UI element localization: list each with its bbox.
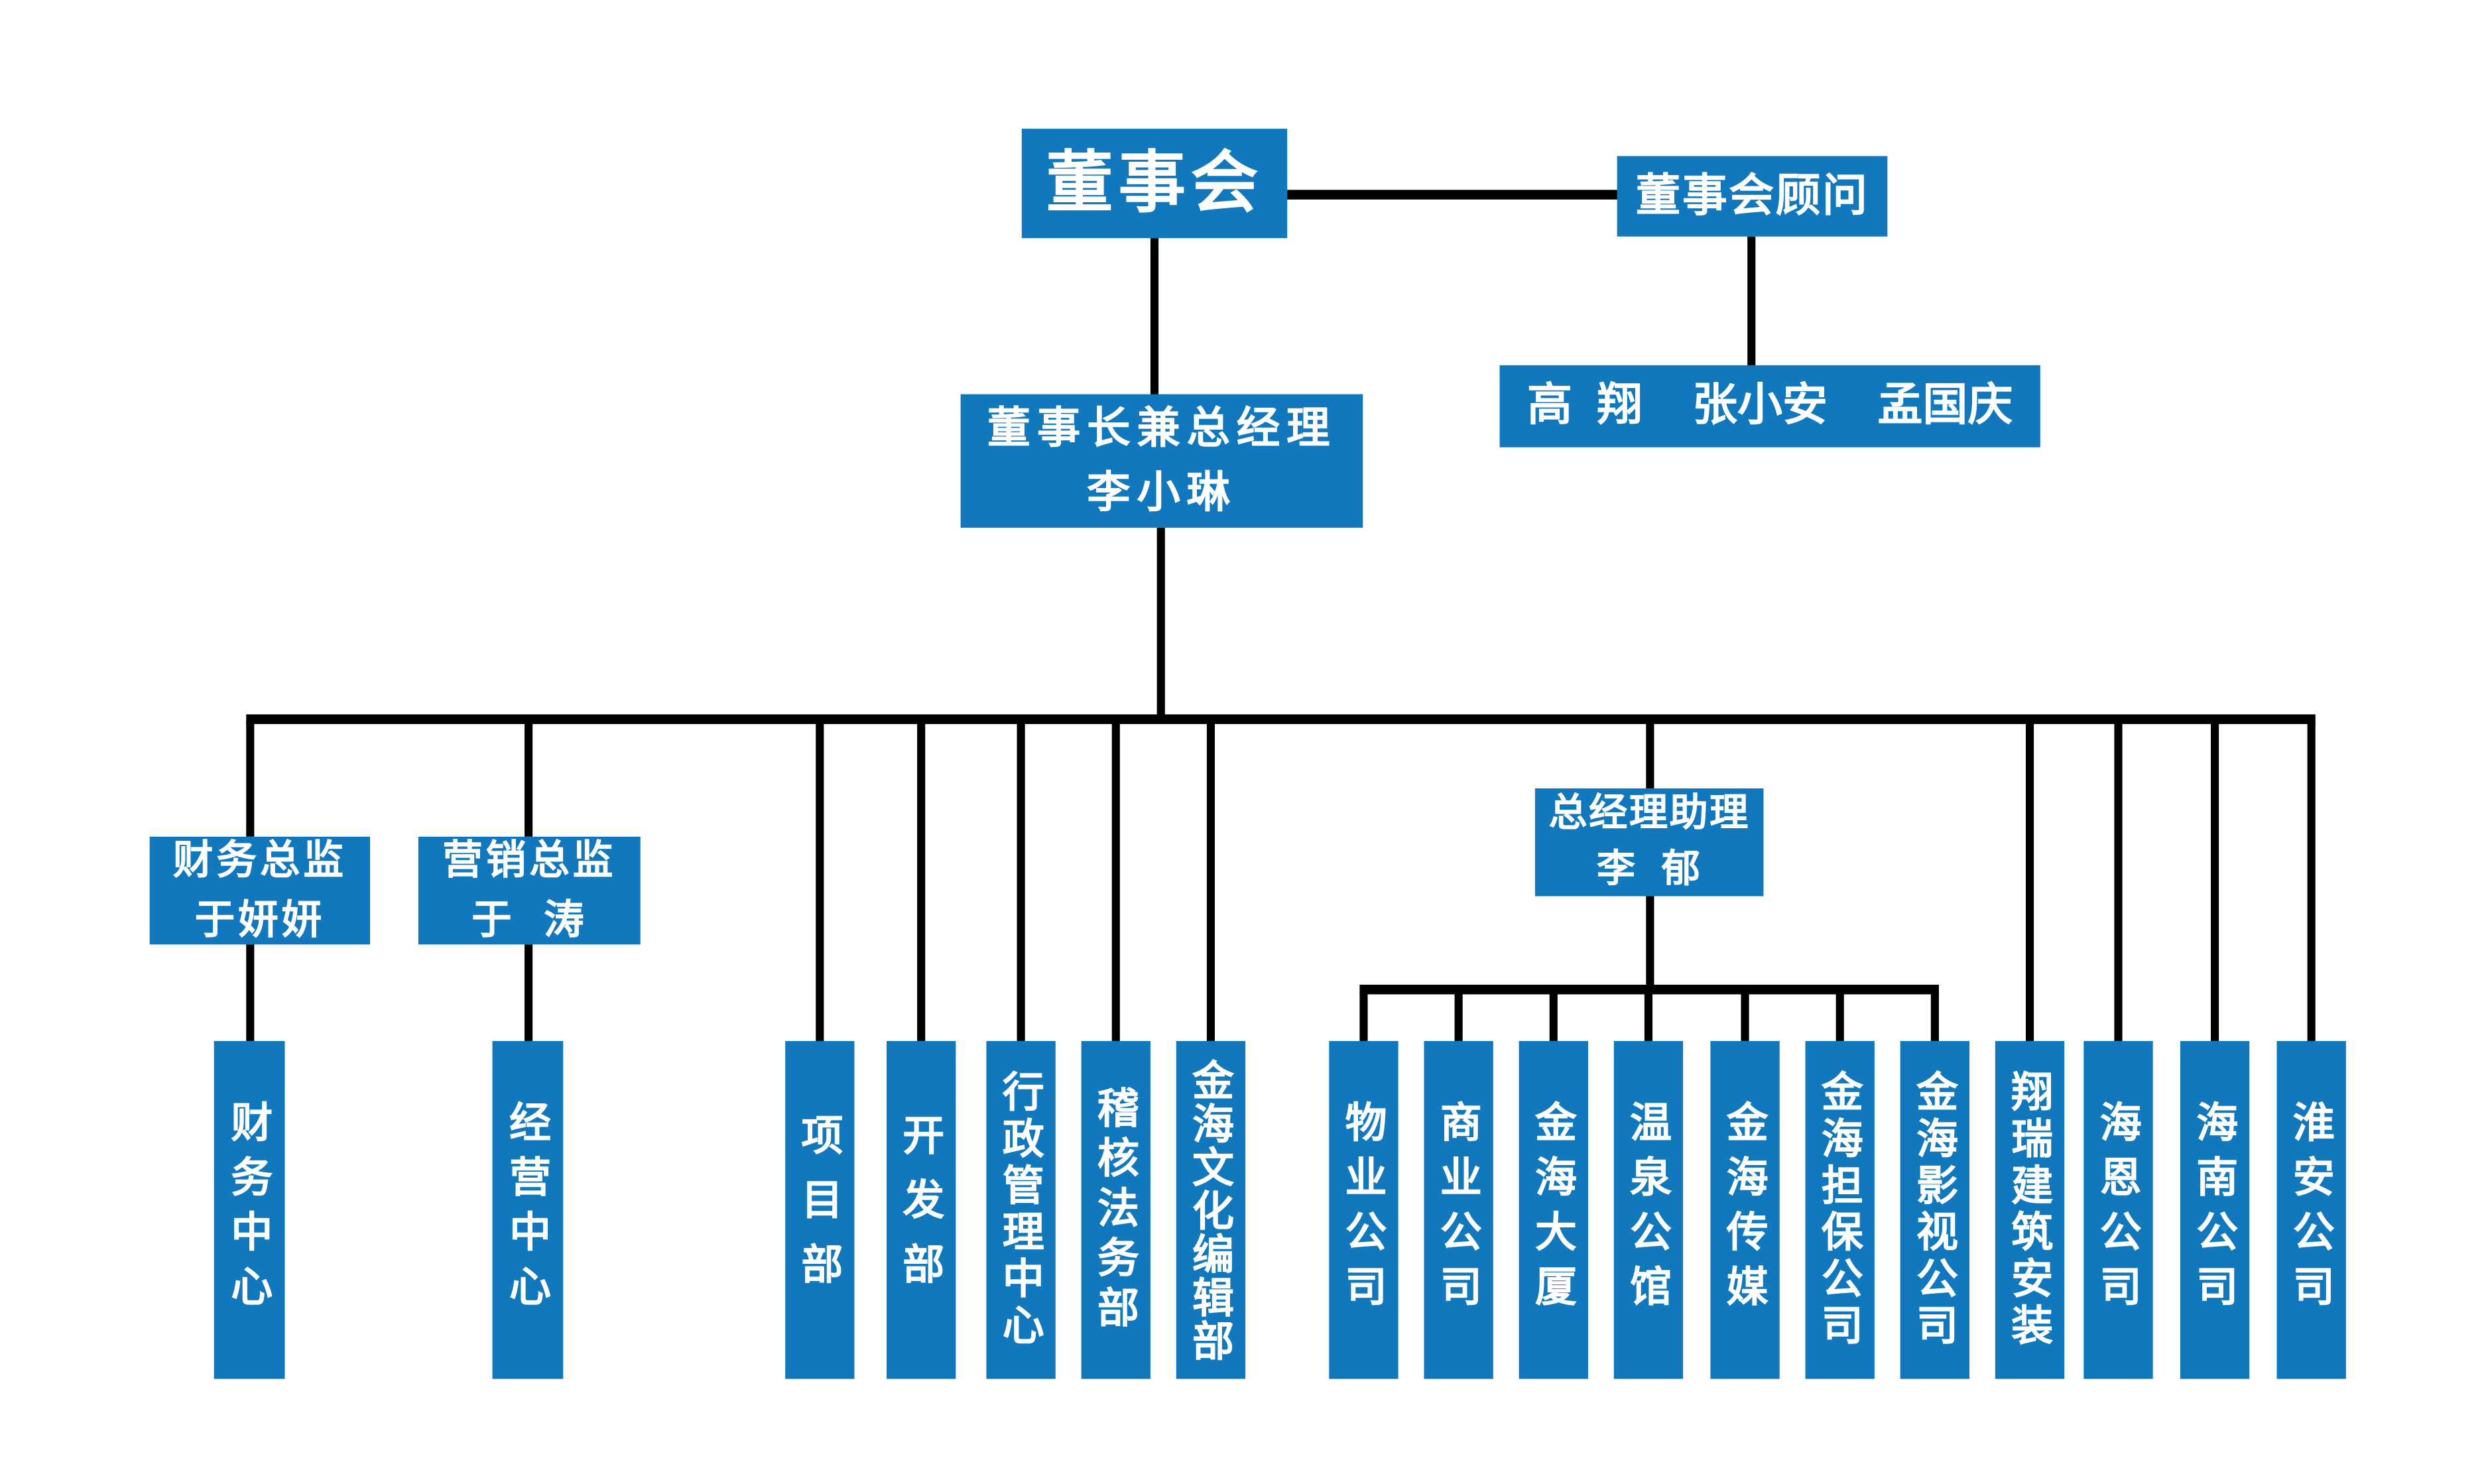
org-node-jinhai-tower: 金海大厦 <box>1519 1040 1588 1379</box>
org-node-label: 开发部 <box>897 1113 946 1307</box>
org-node-label: 项目部 <box>795 1113 844 1307</box>
org-node-huaian-company: 淮安公司 <box>2276 1040 2346 1379</box>
org-node-label: 董事会 <box>1046 144 1263 220</box>
org-node-label: 于妍妍 <box>194 897 326 942</box>
org-node-label: 淮安公司 <box>2287 1100 2336 1320</box>
org-node-operations-center: 经营中心 <box>492 1040 564 1379</box>
connector-drop-xiangrui <box>2025 721 2034 1041</box>
org-node-label: 海南公司 <box>2190 1100 2239 1320</box>
connector-sub-distributor <box>1359 985 1939 995</box>
connector-drop-project-dept <box>816 721 824 1041</box>
org-node-label: 李 郁 <box>1596 847 1702 891</box>
org-node-label: 总经理助理 <box>1548 791 1750 835</box>
connector-board-to-chairman <box>1150 238 1159 396</box>
org-node-development-dept: 开发部 <box>887 1040 956 1379</box>
org-node-jinhai-media: 金海传媒 <box>1710 1040 1780 1379</box>
connector-subdrop-property <box>1359 991 1368 1041</box>
connector-board-to-advisor <box>1284 190 1621 200</box>
org-node-hainan-company: 海南公司 <box>2180 1040 2250 1379</box>
org-node-label: 物业公司 <box>1339 1100 1388 1320</box>
org-node-label: 海恩公司 <box>2094 1100 2143 1320</box>
org-node-label: 高 翔 张小安 孟国庆 <box>1526 380 2013 430</box>
connector-subdrop-guarantee <box>1835 991 1844 1041</box>
org-node-label: 温泉公馆 <box>1624 1100 1673 1320</box>
connector-drop-hainan <box>2211 721 2219 1041</box>
connector-drop-haien <box>2114 721 2123 1041</box>
org-node-advisor-names: 高 翔 张小安 孟国庆 <box>1499 365 2040 448</box>
org-node-xiangrui-construction: 翔瑞建筑安装 <box>1995 1040 2065 1379</box>
org-node-label: 董事会顾问 <box>1635 170 1869 220</box>
org-node-gm-assistant: 总经理助理李 郁 <box>1534 788 1764 897</box>
org-node-label: 于 涛 <box>471 897 588 942</box>
connector-drop-finance-director <box>246 721 255 837</box>
org-node-project-dept: 项目部 <box>785 1040 855 1379</box>
org-node-board-advisor: 董事会顾问 <box>1617 156 1888 237</box>
org-node-property-company: 物业公司 <box>1329 1040 1398 1379</box>
org-node-label: 商业公司 <box>1434 1100 1483 1320</box>
org-node-label: 翔瑞建筑安装 <box>2005 1070 2054 1350</box>
connector-subdrop-media <box>1741 991 1749 1041</box>
org-node-marketing-director: 营销总监于 涛 <box>418 836 641 945</box>
org-node-admin-mgmt-center: 行政管理中心 <box>986 1040 1056 1379</box>
org-node-label: 财务中心 <box>225 1100 274 1320</box>
org-node-hotspring-mansion: 温泉公馆 <box>1613 1040 1684 1379</box>
org-node-label: 董事长兼总经理 <box>987 404 1337 453</box>
connector-drop-marketing-director <box>525 721 533 837</box>
org-node-label: 经营中心 <box>503 1100 552 1320</box>
org-node-board: 董事会 <box>1021 129 1288 239</box>
org-node-label: 金海影视公司 <box>1910 1070 1959 1350</box>
org-node-finance-center: 财务中心 <box>214 1040 285 1379</box>
org-node-jinhai-film-company: 金海影视公司 <box>1900 1040 1970 1379</box>
org-node-label: 营销总监 <box>442 838 617 884</box>
connector-subdrop-commercial <box>1454 991 1463 1041</box>
org-node-label: 金海大厦 <box>1529 1100 1578 1320</box>
org-node-label: 金海传媒 <box>1721 1100 1769 1320</box>
connector-subdrop-hotspring <box>1644 991 1653 1041</box>
connector-finance-dir-to-center <box>246 944 255 1041</box>
connector-subdrop-tower <box>1549 991 1558 1041</box>
org-node-label: 李小琳 <box>1087 467 1237 516</box>
connector-drop-audit-legal <box>1111 721 1120 1041</box>
connector-main-distributor <box>246 714 2316 724</box>
connector-subdrop-film <box>1930 991 1939 1041</box>
org-node-jinhai-guarantee-company: 金海担保公司 <box>1805 1040 1875 1379</box>
org-node-label: 行政管理中心 <box>997 1070 1046 1350</box>
org-node-label: 财务总监 <box>172 838 347 884</box>
connector-drop-gm-assistant <box>1646 721 1654 788</box>
connector-marketing-dir-to-center <box>525 944 533 1041</box>
org-node-label: 稽核法务部 <box>1091 1085 1141 1335</box>
connector-chairman-to-mainline <box>1156 527 1165 723</box>
org-node-audit-legal-dept: 稽核法务部 <box>1081 1040 1150 1379</box>
org-node-haien-company: 海恩公司 <box>2083 1040 2153 1379</box>
connector-drop-development-dept <box>917 721 926 1041</box>
org-node-commercial-company: 商业公司 <box>1424 1040 1493 1379</box>
org-node-finance-director: 财务总监于妍妍 <box>149 836 371 945</box>
connector-drop-culture-editorial <box>1206 721 1215 1041</box>
org-node-label: 金海担保公司 <box>1816 1070 1865 1350</box>
connector-assistant-to-subline <box>1646 896 1654 990</box>
org-node-chairman-gm: 董事长兼总经理李小琳 <box>960 394 1363 528</box>
connector-advisor-to-names <box>1747 236 1756 367</box>
org-node-jinhai-culture-editorial: 金海文化编辑部 <box>1176 1040 1246 1379</box>
connector-drop-admin-center <box>1017 721 1025 1041</box>
org-node-label: 金海文化编辑部 <box>1186 1058 1235 1363</box>
connector-drop-huaian <box>2307 721 2316 1041</box>
